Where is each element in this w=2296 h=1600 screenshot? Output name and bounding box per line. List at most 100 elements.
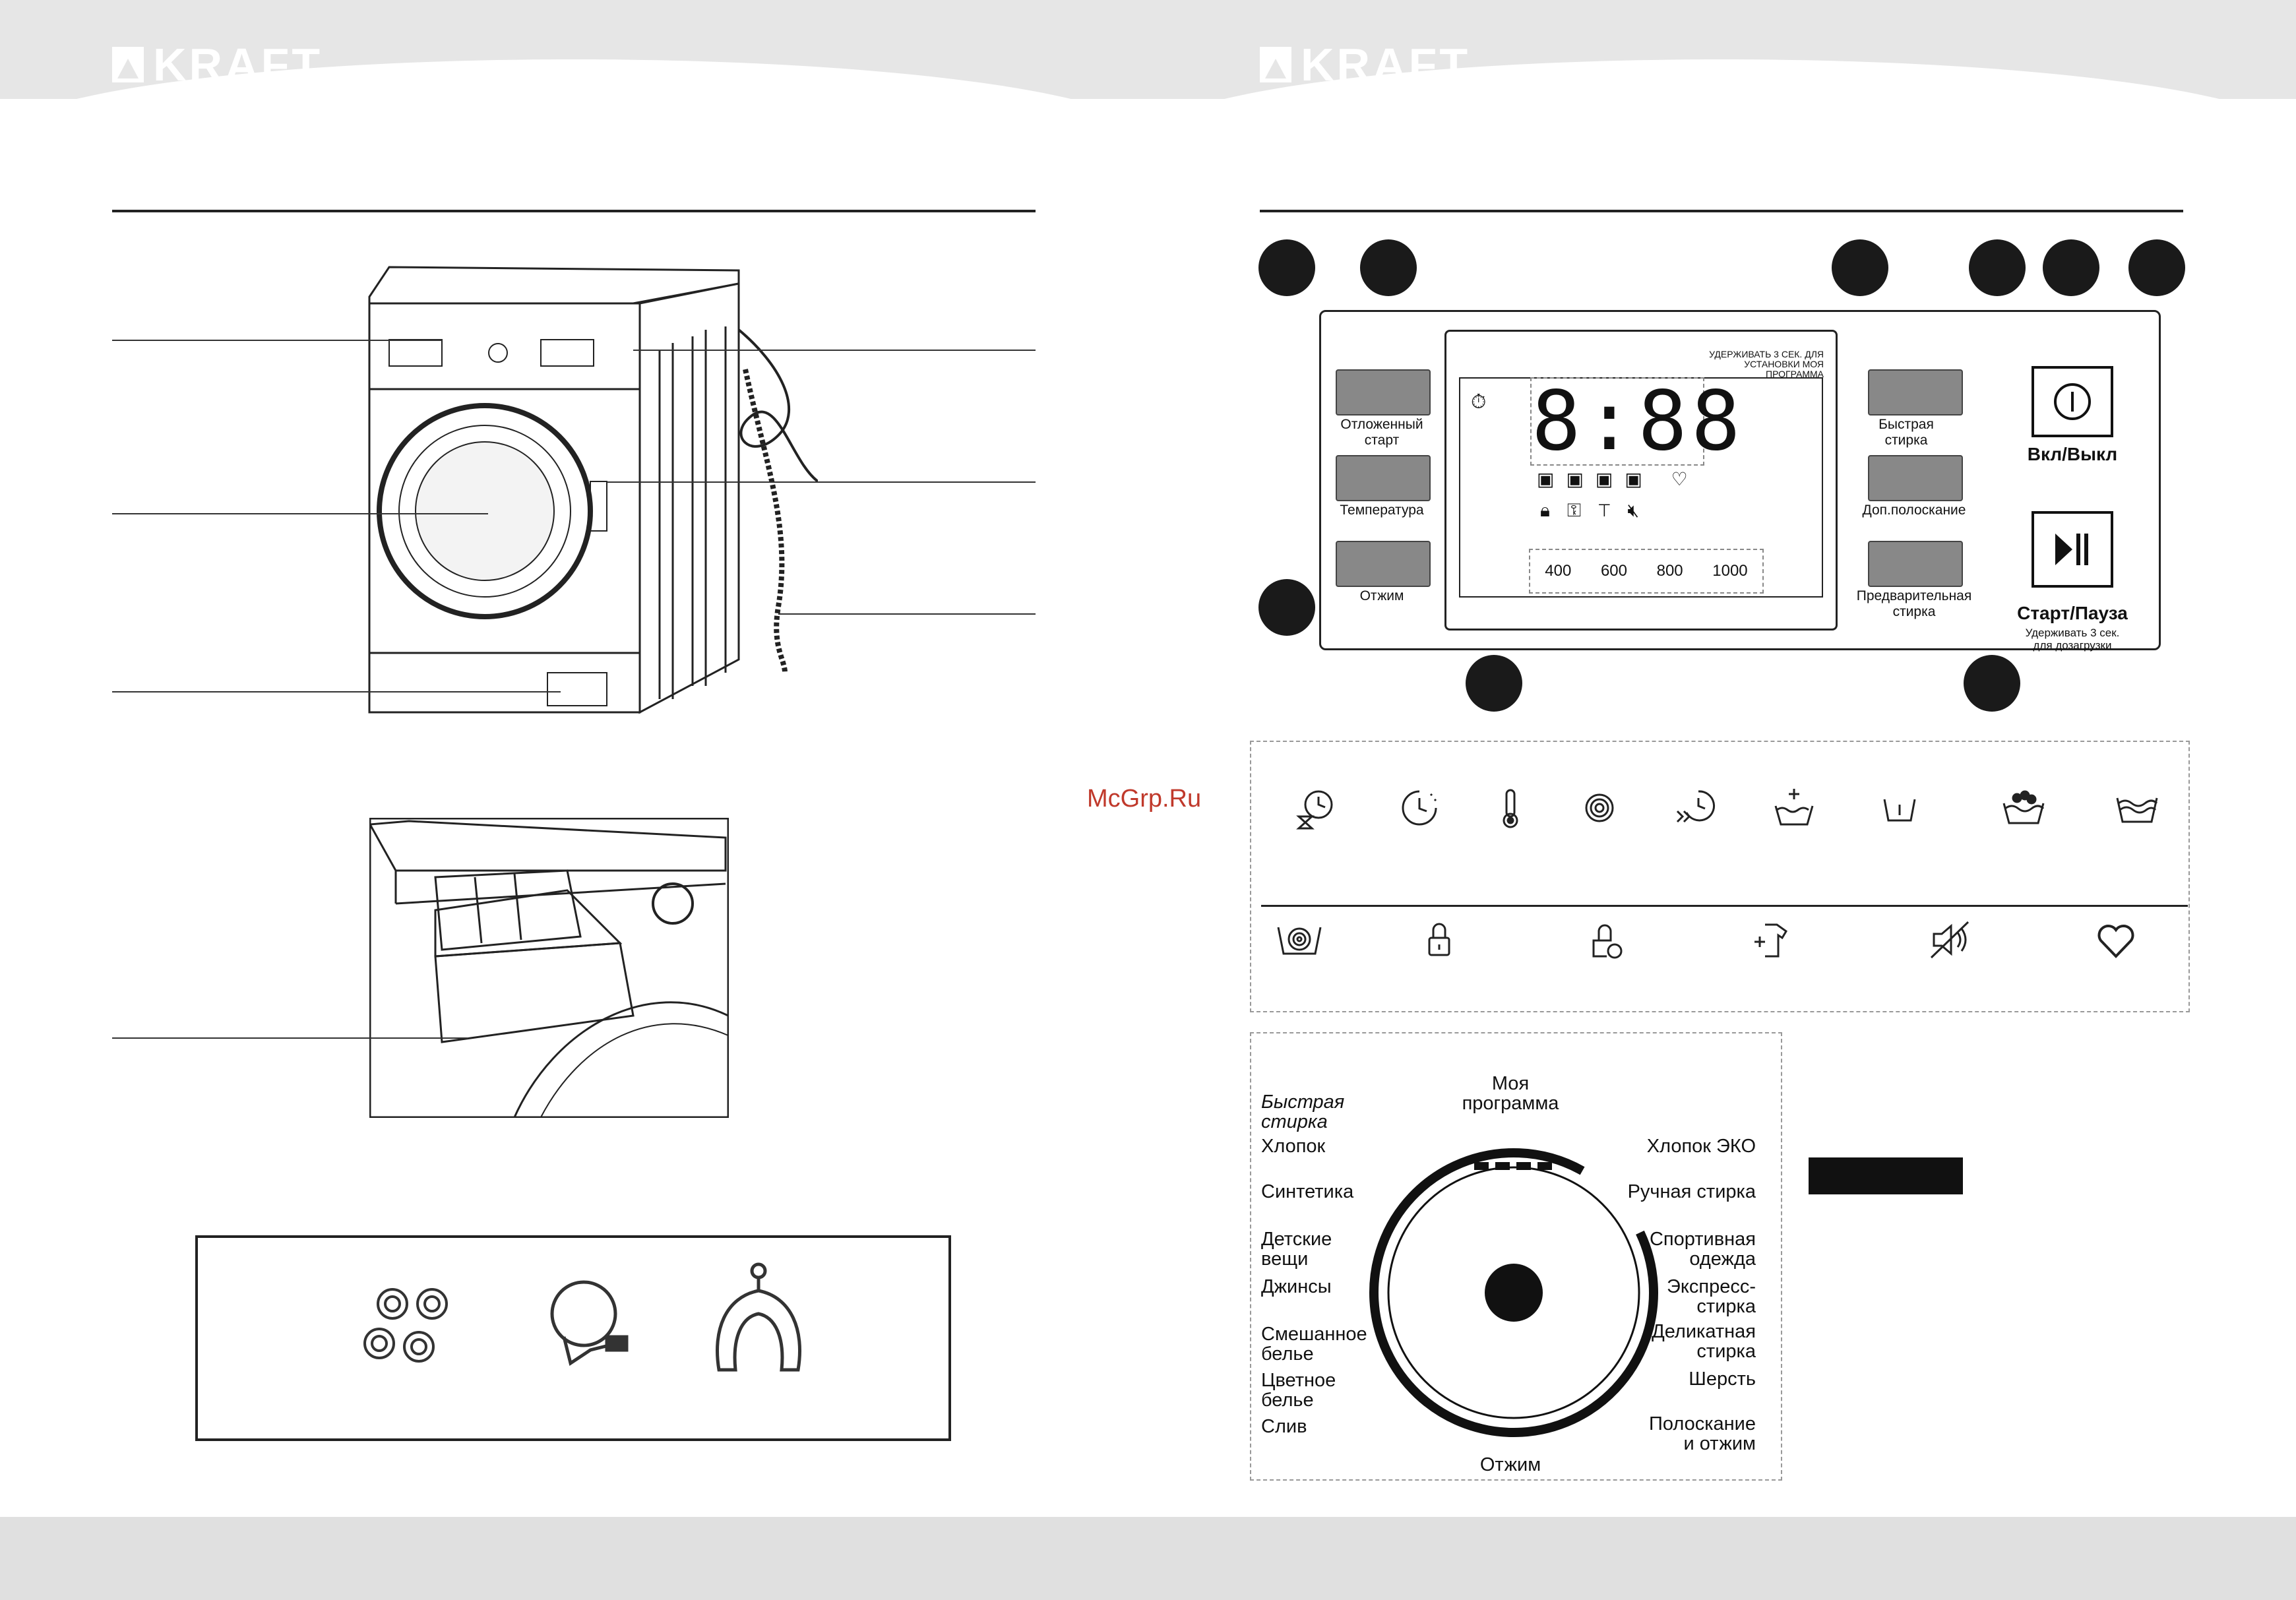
program-synthetics[interactable]: Синтетика [1261,1181,1354,1202]
program-baby-clothes[interactable]: Детские вещи [1261,1229,1332,1270]
start-pause-button[interactable] [2032,511,2113,588]
program-jeans[interactable]: Джинсы [1261,1276,1332,1297]
leader-line [633,350,1036,351]
accessories-box [195,1235,951,1441]
spin-speed-400: 400 [1545,562,1572,580]
delayed-start-label: Отложенный старт [1340,417,1423,448]
lcd-indicator-icons: ⏱ [1471,389,1486,415]
play-pause-icon [2055,534,2088,565]
lcd-display-frame [1444,330,1838,631]
program-colored[interactable]: Цветное белье [1261,1370,1336,1411]
start-pause-label: Старт/Пауза [2017,603,2128,623]
watermark: McGrp.Ru [1087,785,1202,813]
callout-marker [2043,239,2099,296]
logo-mark-icon [112,47,144,82]
callout-marker [1969,239,2026,296]
callout-marker [1466,655,1522,712]
start-pause-note: Удерживать 3 сек. для дозагрузки [2025,627,2120,652]
icons-legend-box [1250,741,2190,1012]
lcd-lock-icons: 🔒︎⚿⊤🔇︎ [1540,500,1656,520]
detergent-drawer-illustration [369,818,729,1118]
lcd-wash-icons: ▣▣▣▣ ♡ [1537,469,1700,489]
delayed-start-button[interactable] [1336,369,1431,415]
icons-divider [1261,905,2188,907]
transport-plugs-illustration [363,1288,448,1363]
lcd-digits: 8:88 [1530,374,1745,469]
delay-start-icon: ⏱ [1471,391,1487,413]
program-drain[interactable]: Слив [1261,1416,1307,1437]
lcd-program-icons: ▣▣▣▣ ♡ [1537,468,1700,490]
add-garment-icon [1745,913,1797,966]
quick-wash-button[interactable] [1868,369,1963,415]
program-quick-wash[interactable]: Быстрая стирка [1261,1092,1345,1132]
extra-rinse-button[interactable] [1868,455,1963,501]
spin-button[interactable] [1336,541,1431,587]
quick-wash-icon [1669,782,1722,834]
hose-holder-illustration [716,1262,801,1372]
prewash-label: Предварительная стирка [1856,588,1972,619]
leader-line [112,340,442,341]
control-panel [1319,310,2161,650]
sound-off-icon [1925,913,1977,966]
leader-line [112,513,488,514]
washing-machine-illustration [368,266,818,714]
program-delicate[interactable]: Деликатная стирка [1652,1321,1756,1362]
callout-marker [2128,239,2185,296]
extra-rinse-label: Доп.полоскание [1862,503,1966,518]
section-rule-left [112,210,1036,212]
quick-wash-label: Быстрая стирка [1878,417,1934,448]
program-rinse-spin[interactable]: Полоскание и отжим [1648,1413,1756,1454]
dial-bottom-label: Отжим [1479,1454,1541,1475]
header-band-left [0,0,1148,138]
temperature-label: Температура [1340,503,1424,518]
dial-top-label: Моя программа [1462,1073,1559,1114]
power-label: Вкл/Выкл [2027,444,2118,464]
redacted-block [1809,1157,1963,1194]
leader-line [112,691,561,692]
section-rule-right [1260,210,2183,212]
program-mixed[interactable]: Смешанное белье [1261,1324,1367,1365]
brand-logo-right: KRAFT [1260,38,1470,91]
child-lock-icon [1580,913,1632,966]
hold-note: УДЕРЖИВАТЬ 3 СЕК. ДЛЯ УСТАНОВКИ МОЯ ПРОГ… [1709,349,1824,379]
heart-icon [2090,913,2142,966]
brand-name: KRAFT [1301,39,1471,90]
program-dial[interactable] [1322,1108,1705,1477]
callout-marker [1964,655,2020,712]
logo-mark-icon [1260,47,1291,82]
spin-speed-800: 800 [1656,562,1683,580]
program-sportswear[interactable]: Спортивная одежда [1649,1229,1756,1270]
footer-band [0,1517,2296,1600]
drain-icon [1873,782,1926,834]
brand-logo-left: KRAFT [112,38,323,91]
callout-marker [1258,579,1315,636]
extra-rinse-icon [1768,782,1820,834]
temperature-button[interactable] [1336,455,1431,501]
callout-marker [1258,239,1315,296]
spin-speed-600: 600 [1600,562,1627,580]
power-icon [2054,383,2091,420]
program-dial-box [1250,1032,1782,1481]
program-wool[interactable]: Шерсть [1689,1369,1756,1390]
spin-icon [1573,782,1626,834]
spin-speed-row: 400 600 800 1000 [1529,549,1764,594]
program-express[interactable]: Экспресс- стирка [1667,1276,1756,1317]
prewash-icon [1997,782,2050,834]
header-band-right [1148,0,2296,138]
inlet-hose-illustration [550,1280,629,1367]
timer-icon [1393,782,1446,834]
lcd-status-icons: 🔒︎⚿⊤🔇︎ [1540,500,1656,522]
program-cotton[interactable]: Хлопок [1261,1136,1326,1157]
leader-line [607,481,1036,483]
prewash-button[interactable] [1868,541,1963,587]
spin-label: Отжим [1359,588,1404,603]
callout-marker [1360,239,1417,296]
program-hand-wash[interactable]: Ручная стирка [1627,1181,1756,1202]
spin-basin-icon [1273,913,1326,966]
temperature-icon [1484,782,1537,834]
leader-line [112,1037,468,1039]
leader-line [778,613,1036,615]
power-button[interactable] [2032,366,2113,437]
program-cotton-eco[interactable]: Хлопок ЭКО [1646,1136,1756,1157]
callout-marker [1832,239,1888,296]
